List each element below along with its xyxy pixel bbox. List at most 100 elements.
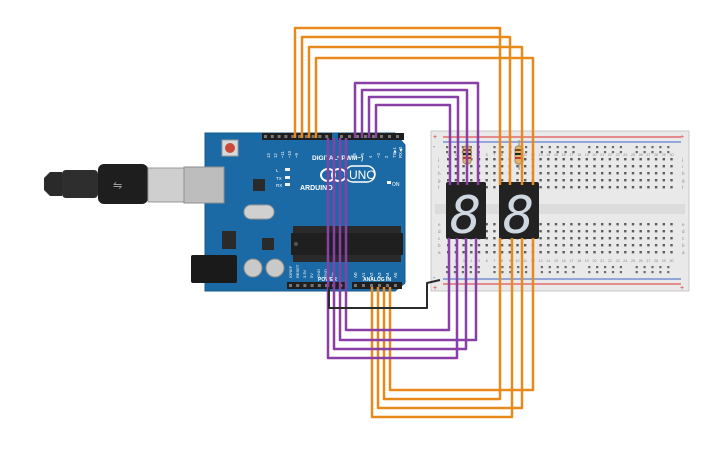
l-label: L bbox=[276, 168, 279, 173]
row-letter: g bbox=[682, 178, 685, 183]
digital-pin-hole[interactable] bbox=[396, 135, 399, 138]
purple-wire-7[interactable] bbox=[338, 138, 478, 342]
orange-wire-6[interactable] bbox=[376, 238, 524, 410]
digital-pin-label: 12 bbox=[273, 153, 278, 158]
arduino-uno-board[interactable]: DIGITAL (PWM~) ARDUINO UNO ON L TX RX PO… bbox=[183, 132, 406, 292]
digital-pin-hole[interactable] bbox=[340, 135, 343, 138]
purple-wire-1[interactable] bbox=[353, 81, 480, 185]
row-letter: c bbox=[438, 236, 441, 241]
column-number: 27 bbox=[646, 153, 650, 157]
digital-pin-hole[interactable] bbox=[298, 135, 301, 138]
purple-wire-6[interactable] bbox=[332, 138, 468, 351]
analog-pin-hole[interactable] bbox=[370, 284, 373, 287]
digital-pin-hole[interactable] bbox=[372, 135, 375, 138]
power-pin-label: RESET bbox=[295, 264, 300, 278]
column-number: 30 bbox=[670, 259, 674, 263]
column-number: 24 bbox=[623, 153, 627, 157]
bottom-plus-label-right: + bbox=[680, 285, 684, 292]
digital-pin-hole[interactable] bbox=[388, 135, 391, 138]
power-pin-hole[interactable] bbox=[303, 284, 307, 287]
purple-wire-8[interactable] bbox=[344, 138, 451, 332]
purple-wire-3[interactable] bbox=[367, 95, 460, 185]
digital-pin-hole[interactable] bbox=[356, 135, 359, 138]
analog-header[interactable] bbox=[352, 282, 402, 289]
digital-pin-hole[interactable] bbox=[284, 135, 288, 138]
orange-wire-7[interactable] bbox=[382, 238, 502, 401]
digital-header-right[interactable] bbox=[338, 133, 404, 140]
power-pin-hole[interactable] bbox=[325, 284, 328, 287]
orange-wire-3[interactable] bbox=[307, 45, 524, 185]
usb-cable-end bbox=[44, 172, 62, 196]
column-number: 11 bbox=[523, 259, 527, 263]
column-number: 15 bbox=[554, 153, 558, 157]
breadboard-holes[interactable] bbox=[446, 146, 673, 274]
tx-led bbox=[285, 176, 290, 179]
orange-wire-1[interactable] bbox=[293, 26, 502, 185]
digital-pin-hole[interactable] bbox=[318, 135, 322, 138]
column-number: 17 bbox=[569, 259, 573, 263]
digital-header-left[interactable] bbox=[262, 133, 332, 140]
column-number: 1 bbox=[447, 153, 449, 157]
arduino-brand: ARDUINO bbox=[300, 185, 333, 192]
top-plus-label-right: + bbox=[680, 134, 684, 141]
left-seven-segment-display[interactable]: 8 bbox=[446, 182, 486, 246]
analog-pin-hole[interactable] bbox=[354, 284, 357, 287]
reset-button[interactable] bbox=[225, 143, 235, 153]
column-number: 24 bbox=[623, 259, 627, 263]
analog-pin-hole[interactable] bbox=[394, 284, 397, 287]
digital-pin-hole[interactable] bbox=[291, 135, 295, 138]
analog-pin-hole[interactable] bbox=[362, 284, 365, 287]
regulator bbox=[262, 238, 274, 250]
row-letter: e bbox=[438, 222, 441, 227]
analog-pin-hole[interactable] bbox=[378, 284, 381, 287]
power-pin-hole[interactable] bbox=[310, 284, 314, 287]
digital-pin-hole[interactable] bbox=[380, 135, 383, 138]
wires[interactable] bbox=[293, 26, 535, 419]
digital-pin-hole[interactable] bbox=[364, 135, 367, 138]
orange-wire-4[interactable] bbox=[314, 56, 535, 185]
orange-wire-2[interactable] bbox=[300, 35, 512, 185]
digital-pin-hole[interactable] bbox=[325, 135, 329, 138]
power-pin-hole[interactable] bbox=[289, 284, 292, 287]
column-number: 22 bbox=[608, 259, 612, 263]
bottom-plus-label: + bbox=[433, 285, 437, 292]
uno-label: UNO bbox=[349, 168, 376, 182]
digital-pin-hole[interactable] bbox=[270, 135, 274, 138]
column-number: 19 bbox=[585, 259, 589, 263]
column-number: 18 bbox=[577, 259, 581, 263]
digital-pin-hole[interactable] bbox=[264, 135, 267, 138]
digital-pin-hole[interactable] bbox=[304, 135, 308, 138]
column-number: 7 bbox=[493, 259, 495, 263]
orange-wire-5[interactable] bbox=[370, 238, 514, 419]
column-number: 8 bbox=[501, 259, 503, 263]
power-header[interactable] bbox=[287, 282, 347, 289]
row-letter: e bbox=[682, 222, 685, 227]
orange-wire-8[interactable] bbox=[388, 238, 535, 392]
column-number: 21 bbox=[600, 259, 604, 263]
ground-wire[interactable] bbox=[328, 279, 441, 309]
right-seven-segment-display[interactable]: 8 bbox=[499, 182, 539, 246]
power-pin-label: 5V bbox=[309, 273, 314, 278]
analog-pin-hole[interactable] bbox=[386, 284, 389, 287]
power-pin-hole[interactable] bbox=[296, 284, 300, 287]
digital-pin-hole[interactable] bbox=[277, 135, 281, 138]
column-number: 26 bbox=[639, 153, 643, 157]
row-letter: f bbox=[438, 185, 440, 190]
column-number: 21 bbox=[600, 153, 604, 157]
purple-wire-2[interactable] bbox=[360, 88, 469, 185]
purple-wire-5[interactable] bbox=[326, 138, 459, 360]
purple-wire-4[interactable] bbox=[374, 103, 452, 185]
digital-pin-hole[interactable] bbox=[348, 135, 351, 138]
column-number: 11 bbox=[523, 153, 527, 157]
usb-port bbox=[183, 166, 225, 204]
power-pin-hole[interactable] bbox=[317, 284, 321, 287]
digital-pin-label: ~11 bbox=[280, 151, 285, 158]
digital-pin-hole[interactable] bbox=[311, 135, 315, 138]
digital-label: DIGITAL (PWM~) bbox=[312, 155, 363, 162]
tx-label: TX bbox=[276, 176, 282, 181]
usb-cable[interactable]: ⇋ bbox=[44, 164, 185, 204]
on-led bbox=[387, 181, 391, 184]
usb-chip bbox=[253, 179, 265, 191]
